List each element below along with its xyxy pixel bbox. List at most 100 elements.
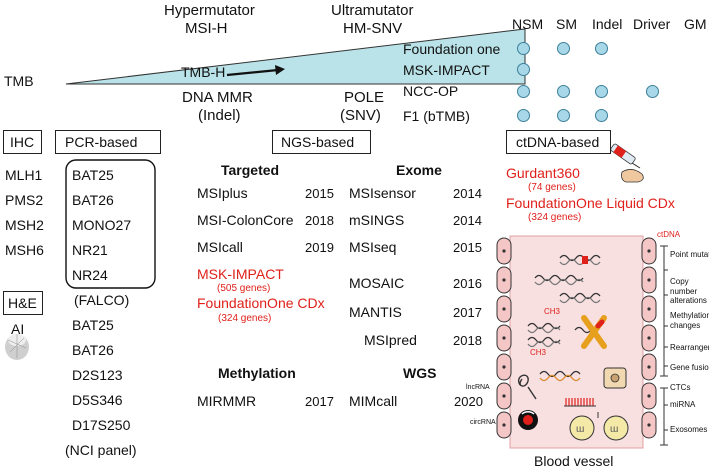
exome-name: MOSAIC: [349, 275, 405, 291]
category-label: Rearrangements: [670, 343, 709, 352]
mirna-icon: [565, 398, 594, 406]
hypermutator-label: Hypermutator: [164, 2, 255, 19]
falco-item: BAT26: [72, 192, 114, 208]
category-label: CTCs: [670, 383, 691, 392]
col-header-nsm: NSM: [512, 16, 544, 32]
dna-mmr-label: DNA MMR: [182, 89, 253, 106]
col-header-driver: Driver: [633, 16, 671, 32]
he-header-box: H&E: [3, 291, 43, 315]
foundationone-liquid-label: FoundationOne Liquid CDx: [506, 195, 675, 211]
gurdant360-label: Gurdant360: [506, 165, 580, 181]
panel-mark-dot: [557, 42, 570, 55]
msi-h-label: MSI-H: [185, 20, 228, 37]
row-f1-btmb: F1 (bTMB): [403, 108, 470, 124]
category-label: Copy number alterations: [670, 277, 707, 306]
indel-label: (Indel): [198, 107, 241, 124]
col-header-sm: SM: [556, 16, 577, 32]
ihc-item: PMS2: [5, 192, 44, 208]
category-brackets: [660, 245, 668, 446]
panel-mark-dot: [646, 85, 659, 98]
exome-year: 2015: [453, 240, 482, 255]
ngs-header-box: NGS-based: [272, 130, 371, 154]
pcr-header-box: PCR-based: [55, 130, 161, 154]
falco-box: [65, 159, 156, 289]
exome-name: MSIseq: [349, 239, 397, 255]
syringe-icon: [610, 143, 644, 183]
svg-text:ɯ: ɯ: [576, 424, 584, 435]
row-foundation-one: Foundation one: [403, 41, 501, 57]
exome-year: 2017: [453, 305, 482, 320]
ai-brain-icon: [5, 334, 29, 360]
methylation-title: Methylation: [218, 365, 296, 381]
ihc-item: MSH2: [5, 217, 44, 233]
lncrna-icon: [518, 374, 537, 400]
row-ncc-op: NCC-OP: [403, 83, 459, 99]
falco-item: MONO27: [72, 217, 132, 233]
col-header-gm: GM: [684, 16, 707, 32]
nci-item: BAT25: [72, 317, 114, 333]
ai-label: AI: [11, 321, 25, 337]
mirmmr-label: MIRMMR: [197, 393, 257, 409]
nci-label: (NCI panel): [65, 442, 137, 458]
ihc-item: MSH6: [5, 242, 44, 258]
panel-mark-dot: [557, 85, 570, 98]
tmb-h-label: TMB-H: [181, 64, 226, 80]
falco-item: NR21: [72, 242, 108, 258]
panel-mark-dot: [517, 85, 530, 98]
category-label: Point mutations: [670, 250, 709, 259]
falco-item: NR24: [72, 267, 108, 283]
mirmmr-year: 2017: [305, 394, 334, 409]
lncrna-label: lncRNA: [466, 384, 490, 391]
exome-year: 2018: [453, 333, 482, 348]
panel-mark-dot: [557, 109, 570, 122]
tmb-wedge: [65, 28, 526, 85]
category-label: miRNA: [670, 400, 696, 409]
ihc-header: IHC: [10, 134, 35, 150]
mimcall-year: 2020: [454, 394, 483, 409]
dna-fragments: [527, 254, 601, 382]
exome-name: MSIsensor: [349, 185, 416, 201]
nci-item: D17S250: [72, 417, 131, 433]
targeted-name: MSIplus: [197, 185, 248, 201]
panel-mark-dot: [595, 109, 608, 122]
exome-title: Exome: [396, 162, 442, 178]
ch3-label: CH3: [544, 307, 561, 316]
tmb-h-arrowhead: [275, 65, 285, 75]
col-header-indel: Indel: [592, 16, 623, 32]
ctdna-label: ctDNA: [657, 230, 681, 239]
he-header: H&E: [8, 295, 37, 311]
panel-mark-dot: [595, 85, 608, 98]
nci-item: D2S123: [72, 367, 123, 383]
tmb-label: TMB: [4, 73, 34, 89]
ctdna-header: ctDNA-based: [516, 134, 600, 150]
msk-impact-label: MSK-IMPACT: [197, 266, 284, 282]
nci-item: D5S346: [72, 392, 123, 408]
wgs-title: WGS: [403, 365, 437, 381]
targeted-title: Targeted: [221, 162, 280, 178]
svg-text:ɯ: ɯ: [610, 424, 618, 435]
snv-label: (SNV): [340, 107, 381, 124]
panel-mark-dot: [595, 42, 608, 55]
exome-name: mSINGS: [349, 212, 405, 228]
targeted-year: 2015: [305, 186, 334, 201]
exome-year: 2016: [453, 276, 482, 291]
mimcall-label: MIMcall: [349, 393, 398, 409]
nci-item: BAT26: [72, 342, 114, 358]
category-label: Methylation changes: [670, 311, 709, 330]
exome-year: 2014: [453, 186, 482, 201]
category-label: Gene fusions: [670, 363, 709, 372]
blood-vessel-label: Blood vessel: [534, 453, 614, 469]
circrna-label: circRNA: [470, 419, 496, 426]
ngs-header: NGS-based: [281, 134, 355, 150]
ctdna-header-box: ctDNA-based: [506, 130, 611, 154]
chromosome-icon: [581, 315, 607, 349]
targeted-name: MSI-ColonCore: [197, 212, 294, 228]
panel-mark-dot: [517, 63, 530, 76]
exome-year: 2014: [453, 213, 482, 228]
foundationone-cdx-genes: (324 genes): [218, 313, 272, 324]
panel-mark-dot: [517, 109, 530, 122]
falco-item: BAT25: [72, 167, 114, 183]
falco-label: (FALCO): [74, 292, 130, 308]
exome-name: MANTIS: [349, 304, 402, 320]
